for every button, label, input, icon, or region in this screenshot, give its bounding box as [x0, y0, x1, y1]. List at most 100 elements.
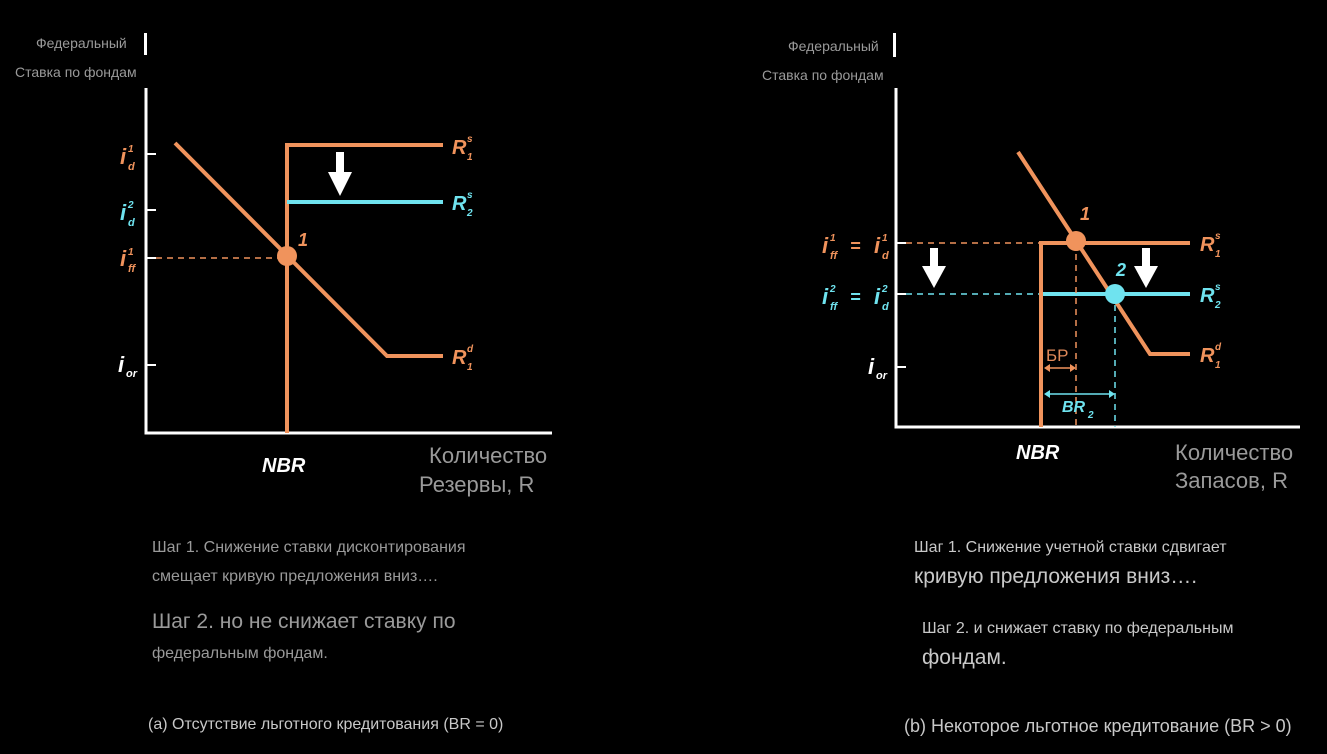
left-label-iff: i 1 ff	[120, 246, 136, 275]
right-step2-line2: фондам.	[922, 646, 1007, 669]
svg-text:s: s	[1215, 282, 1221, 293]
right-step2-line1: Шаг 2. и снижает ставку по федеральным	[922, 620, 1234, 637]
left-label-id2: i 2 d	[120, 200, 135, 229]
right-y-axis-marker	[893, 33, 896, 57]
svg-text:2: 2	[127, 200, 134, 211]
right-label-iff1-eq-id1: i 1 ff = i 1 d	[822, 233, 889, 262]
svg-text:R: R	[1200, 345, 1215, 367]
svg-text:1: 1	[128, 144, 134, 155]
svg-text:ff: ff	[128, 263, 136, 275]
svg-text:R: R	[452, 137, 467, 159]
right-label-r1d: R d 1	[1200, 342, 1222, 371]
left-x-axis-title-line1: Количество	[429, 443, 548, 468]
svg-text:2: 2	[1087, 410, 1094, 421]
right-br2-arrow	[1044, 390, 1115, 398]
left-y-axis-title-top: Федеральный	[36, 35, 127, 51]
svg-text:or: or	[876, 370, 888, 382]
svg-text:i: i	[822, 284, 829, 309]
right-step1-line2: кривую предложения вниз….	[914, 565, 1198, 588]
left-down-arrow-icon	[328, 152, 352, 196]
svg-text:1: 1	[1215, 249, 1221, 260]
svg-text:i: i	[120, 144, 127, 169]
right-down-arrow-right-icon	[1134, 248, 1158, 288]
svg-text:s: s	[467, 134, 473, 145]
right-br1-arrow	[1044, 364, 1076, 372]
svg-text:2: 2	[1214, 300, 1221, 311]
svg-text:1: 1	[467, 152, 473, 163]
left-label-r1d: R d 1	[452, 344, 474, 373]
svg-text:2: 2	[466, 208, 473, 219]
right-demand-curve	[1016, 150, 1190, 356]
svg-text:1: 1	[830, 233, 836, 244]
svg-text:ff: ff	[830, 301, 838, 313]
svg-text:d: d	[128, 217, 135, 229]
left-step2-line1: Шаг 2. но не снижает ставку по	[152, 610, 456, 633]
right-label-r1s: R s 1	[1200, 231, 1221, 260]
svg-text:i: i	[822, 233, 829, 258]
svg-text:d: d	[882, 250, 889, 262]
svg-text:i: i	[120, 200, 127, 225]
svg-text:=: =	[850, 287, 861, 307]
svg-text:d: d	[467, 344, 474, 355]
svg-text:R: R	[1200, 234, 1215, 256]
svg-text:ff: ff	[830, 250, 838, 262]
left-x-axis-title-line2: Резервы, R	[419, 472, 535, 497]
left-step2-line2: федеральным фондам.	[152, 645, 328, 662]
svg-text:1: 1	[1215, 360, 1221, 371]
svg-text:2: 2	[881, 284, 888, 295]
right-equilibrium-point-1	[1066, 231, 1086, 251]
left-supply-curve-1	[285, 143, 443, 433]
svg-text:1: 1	[882, 233, 888, 244]
right-label-r2s: R s 2	[1200, 282, 1221, 311]
right-x-axis-title-line1: Количество	[1175, 440, 1294, 465]
svg-text:i: i	[118, 352, 125, 377]
svg-text:i: i	[120, 246, 127, 271]
svg-text:or: or	[126, 368, 138, 380]
left-axes	[144, 88, 552, 435]
left-label-r1s: R s 1	[452, 134, 473, 163]
svg-text:1: 1	[128, 247, 134, 258]
right-y-axis-title-bottom: Ставка по фондам	[762, 67, 884, 83]
right-br1-label: БР	[1046, 346, 1069, 365]
right-point-1-label: 1	[1080, 204, 1090, 224]
right-supply-curve-1	[1039, 241, 1190, 427]
svg-text:s: s	[467, 190, 473, 201]
svg-text:i: i	[868, 354, 875, 379]
svg-text:R: R	[452, 193, 467, 215]
svg-text:d: d	[128, 161, 135, 173]
right-equilibrium-point-2	[1105, 284, 1125, 304]
svg-text:i: i	[874, 233, 881, 258]
left-caption: (a) Отсутствие льготного кредитования (B…	[148, 716, 504, 733]
right-axes	[894, 88, 1300, 429]
left-label-ior: i or	[118, 352, 138, 380]
right-br2-label: BR 2	[1062, 399, 1094, 421]
right-nbr-label: NBR	[1016, 442, 1060, 464]
left-y-axis-title-bottom: Ставка по фондам	[15, 64, 137, 80]
left-label-r2s: R s 2	[452, 190, 473, 219]
right-label-iff2-eq-id2: i 2 ff = i 2 d	[822, 284, 889, 313]
svg-text:i: i	[874, 284, 881, 309]
left-nbr-label: NBR	[262, 455, 306, 477]
left-demand-curve	[173, 141, 443, 358]
svg-text:1: 1	[467, 362, 473, 373]
right-caption: (b) Некоторое льготное кредитование (BR …	[904, 716, 1292, 736]
svg-text:R: R	[1200, 285, 1215, 307]
svg-text:=: =	[850, 236, 861, 256]
svg-text:s: s	[1215, 231, 1221, 242]
svg-text:R: R	[452, 347, 467, 369]
svg-text:d: d	[882, 301, 889, 313]
right-down-arrow-left-icon	[922, 248, 946, 288]
left-step1-line1: Шаг 1. Снижение ставки дисконтирования	[152, 539, 466, 556]
svg-text:BR: BR	[1062, 399, 1086, 416]
right-step1-line1: Шаг 1. Снижение учетной ставки сдвигает	[914, 539, 1227, 556]
right-point-2-label: 2	[1115, 260, 1126, 280]
left-equilibrium-point	[277, 246, 297, 266]
right-label-ior: i or	[868, 354, 888, 382]
svg-text:2: 2	[829, 284, 836, 295]
svg-text:d: d	[1215, 342, 1222, 353]
left-y-axis-marker	[144, 33, 147, 55]
right-y-axis-title-top: Федеральный	[788, 38, 879, 54]
right-x-axis-title-line2: Запасов, R	[1175, 468, 1288, 493]
